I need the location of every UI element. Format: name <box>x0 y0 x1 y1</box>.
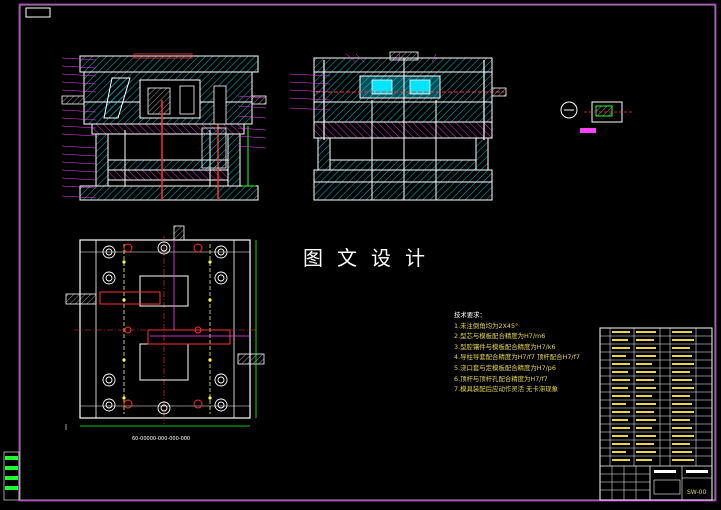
title-block-code: SW-00 <box>687 489 706 496</box>
side-section-view <box>289 51 507 201</box>
drawing-frame <box>3 3 717 502</box>
tech-notes: 技术要求： 1.未注倒角均为2X45° 2.型芯与模板配合精度为H7/m6 3.… <box>454 310 599 395</box>
tech-notes-title: 技术要求： <box>454 311 486 319</box>
tech-note-7: 7.模具装配后应动作灵活 无卡滞现象 <box>454 385 558 394</box>
tech-note-6: 6.顶杆与顶杆孔配合精度为H7/f7 <box>454 374 548 383</box>
tech-note-1: 1.未注倒角均为2X45° <box>454 321 519 330</box>
part-detail-view <box>560 101 632 133</box>
tech-note-4: 4.导柱导套配合精度为H7/f7 顶杆配合H7/f7 <box>454 353 580 362</box>
plan-view: 60-00000-000-000-000 <box>65 225 265 442</box>
tech-note-5: 5.浇口套与定模板配合精度为H7/p6 <box>454 363 556 372</box>
title-block: SW-00 <box>599 327 713 501</box>
tech-note-2: 2.型芯与模板配合精度为H7/m6 <box>454 332 546 341</box>
watermark-title: 图文设计 <box>303 246 439 270</box>
tech-note-3: 3.型腔镶件与模板配合精度为H7/k6 <box>454 342 556 351</box>
front-section-view <box>61 53 267 201</box>
plan-dim-label: 60-00000-000-000-000 <box>132 436 190 442</box>
